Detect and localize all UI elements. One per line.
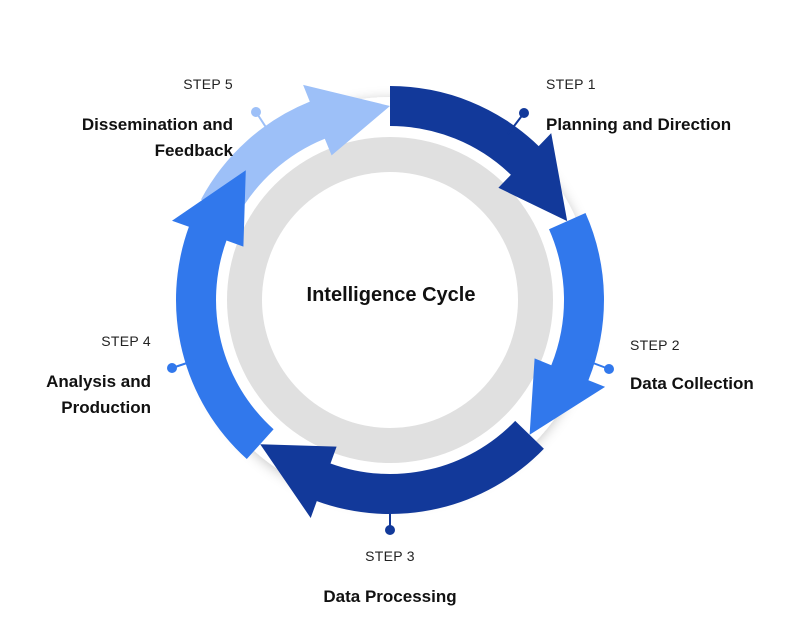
step-1-label: STEP 1 [546, 76, 596, 92]
step-5-label: STEP 5 [183, 76, 233, 92]
step-3-title: Data Processing [323, 587, 457, 606]
step-1-title: Planning and Direction [546, 115, 732, 134]
inner-disc [262, 172, 518, 428]
diagram-title: Intelligence Cycle [306, 284, 476, 306]
step-4-connector-dot [167, 363, 177, 373]
step-4-title-line-2: Production [61, 398, 151, 417]
step-1-connector-dot [519, 108, 529, 118]
step-2-title: Data Collection [630, 374, 754, 393]
step-2-label: STEP 2 [630, 337, 680, 353]
step-1-arrow [390, 86, 568, 222]
step-2-arrow [529, 213, 606, 435]
step-5-title-line-2: Feedback [154, 141, 233, 160]
step-3-connector-dot [385, 525, 395, 535]
step-4-title: Analysis and Production [10, 369, 151, 421]
step-connectors [167, 107, 614, 535]
step-5-title: Dissemination and Feedback [33, 112, 233, 164]
step-4-arrow [172, 170, 274, 459]
step-3-label: STEP 3 [365, 548, 415, 564]
cycle-arrows [172, 84, 606, 518]
step-5-title-line-1: Dissemination and [81, 115, 233, 134]
step-5-arrow [201, 84, 390, 219]
step-5-connector-dot [251, 107, 261, 117]
step-4-title-line-1: Analysis and [46, 372, 151, 391]
step-3-arrow [260, 420, 544, 518]
step-2-connector-dot [604, 364, 614, 374]
step-4-label: STEP 4 [101, 333, 151, 349]
